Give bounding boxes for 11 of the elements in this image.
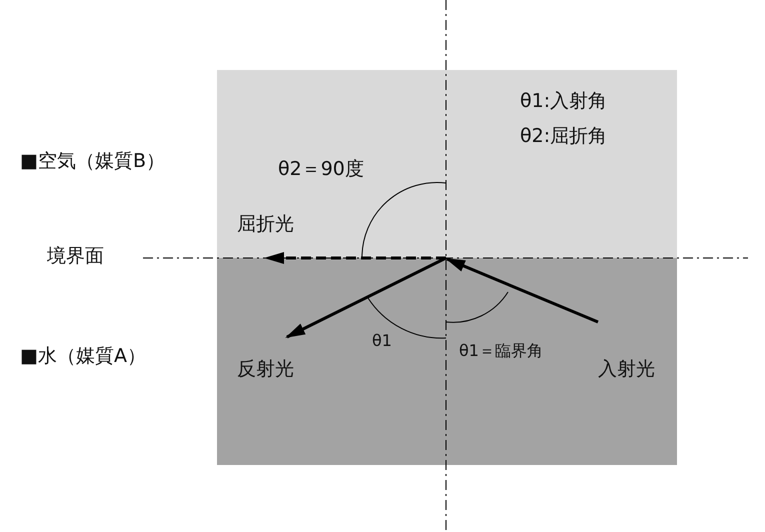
- boundary-label: 境界面: [47, 245, 104, 267]
- medium-label: ■水（媒質A）: [20, 345, 146, 367]
- angle-label: θ1＝臨界角: [459, 340, 543, 362]
- ray-label: 入射光: [598, 358, 655, 380]
- angle-label: θ2＝90度: [278, 158, 364, 180]
- medium-label: ■空気（媒質B）: [20, 150, 165, 172]
- angle-label: θ1: [372, 330, 392, 352]
- angle-legend-text: θ2:屈折角: [520, 125, 608, 147]
- angle-legend-text: θ1:入射角: [520, 90, 608, 112]
- ray-label: 屈折光: [237, 213, 294, 235]
- ray-label: 反射光: [237, 358, 294, 380]
